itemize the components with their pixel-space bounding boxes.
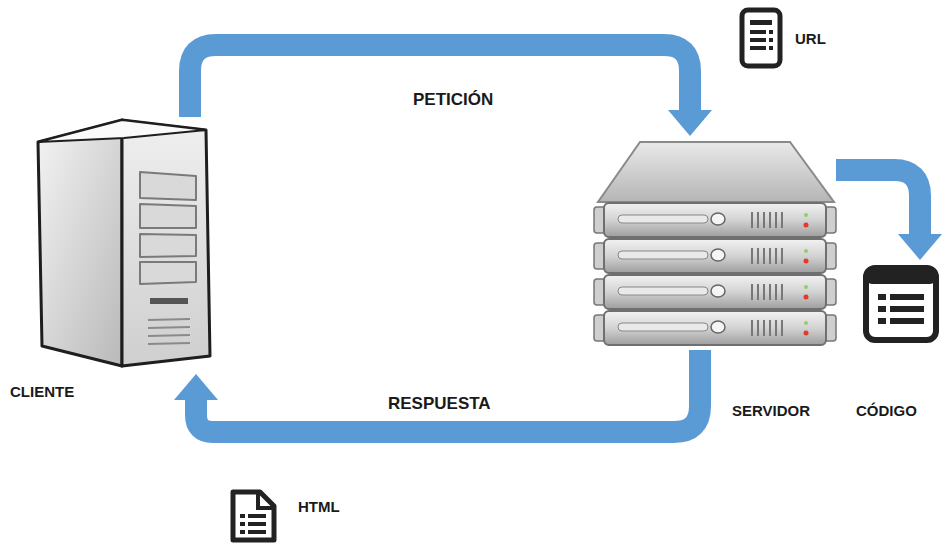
device-node: CÓDIGO <box>862 264 940 344</box>
flow-arrow <box>174 350 700 432</box>
edge-label: PETICIÓN <box>410 90 496 110</box>
device-node: SERVIDOR <box>594 140 836 350</box>
code-icon <box>866 268 936 340</box>
flow-arrow <box>836 170 942 260</box>
node-label: CLIENTE <box>10 383 74 400</box>
icon-label: HTML <box>298 498 340 515</box>
icon-label: URL <box>795 30 826 47</box>
server-rack <box>594 142 836 345</box>
edge-label: RESPUESTA <box>385 394 494 414</box>
node-label: CÓDIGO <box>856 402 917 419</box>
node-label: SERVIDOR <box>732 402 810 419</box>
flow-arrow <box>190 45 712 136</box>
html-document-icon <box>233 492 274 540</box>
url-icon <box>742 10 780 66</box>
client-tower <box>38 120 210 366</box>
device-node: CLIENTE <box>30 115 215 370</box>
